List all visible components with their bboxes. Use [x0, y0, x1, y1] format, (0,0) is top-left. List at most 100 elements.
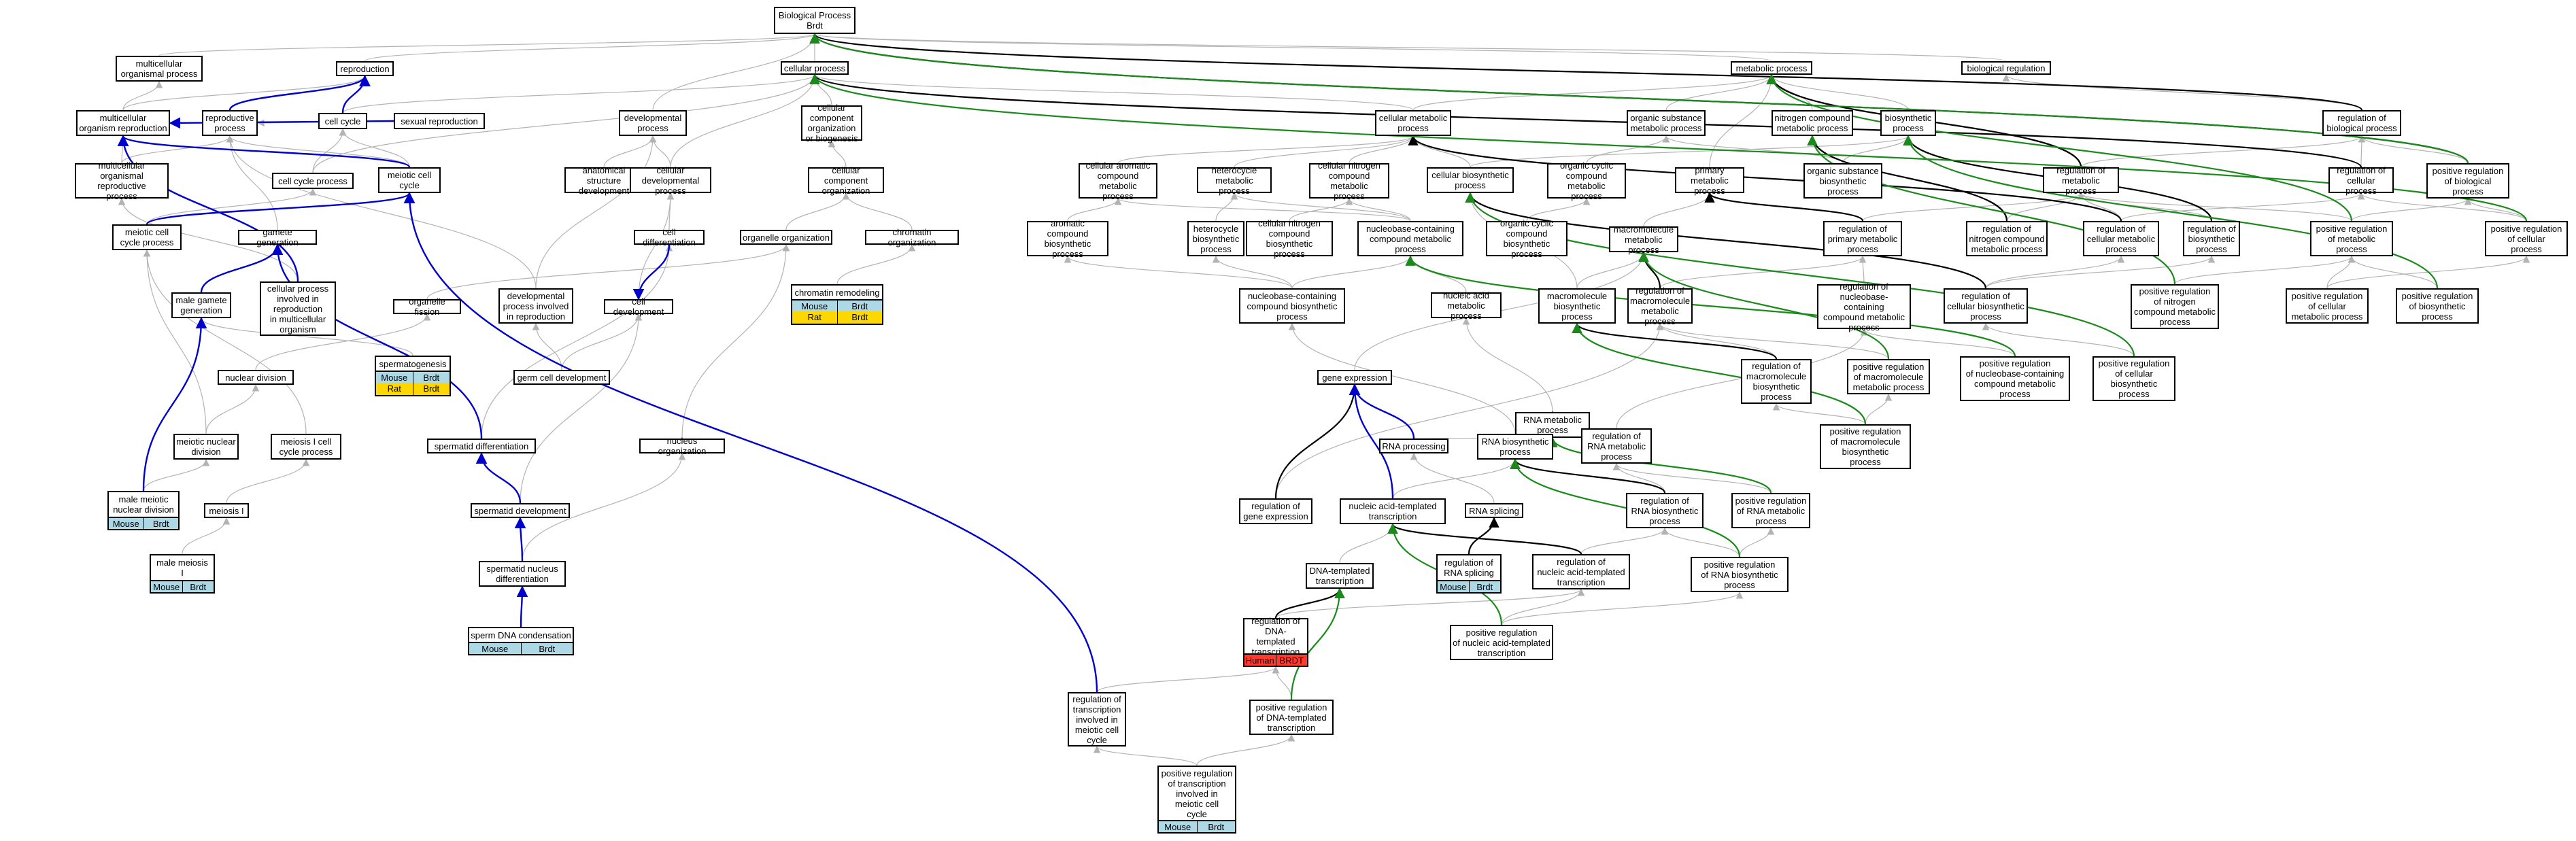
go-term-node-cncmp[interactable]: cellular nitrogen compound metabolic pro…: [1309, 160, 1389, 201]
go-term-node-sdc[interactable]: sperm DNA condensation: [468, 627, 574, 642]
go-term-node-no[interactable]: nucleus organization: [639, 436, 725, 456]
go-term-node-cdp[interactable]: cellular developmental process: [630, 165, 711, 196]
go-term-node-rp[interactable]: reproductive process: [202, 110, 258, 136]
go-term-node-prcbp[interactable]: positive regulation of cellular biosynth…: [2092, 356, 2175, 401]
go-term-node-prmbp[interactable]: positive regulation of macromolecule bio…: [1820, 424, 1911, 469]
go-term-node-ncmp[interactable]: nitrogen compound metabolic process: [1772, 110, 1853, 136]
go-term-node-prdtt[interactable]: positive regulation of DNA-templated tra…: [1249, 700, 1334, 735]
go-term-node-prtimcc[interactable]: positive regulation of transcription inv…: [1157, 766, 1236, 820]
go-term-node-bsp[interactable]: biosynthetic process: [1880, 110, 1936, 136]
go-term-node-cncbp[interactable]: cellular nitrogen compound biosynthetic …: [1246, 218, 1333, 259]
go-term-node-gcd[interactable]: germ cell development: [513, 370, 610, 385]
go-term-node-rmbp[interactable]: regulation of macromolecule biosynthetic…: [1741, 359, 1812, 404]
go-term-node-mccp[interactable]: meiotic cell cycle process: [112, 224, 182, 250]
go-term-node-prmmp[interactable]: positive regulation of macromolecule met…: [1847, 359, 1930, 394]
go-term-node-ccob[interactable]: cellular component organization or bioge…: [801, 103, 862, 143]
go-term-node-rrbp[interactable]: regulation of RNA biosynthetic process: [1626, 493, 1704, 528]
go-term-node-prmp[interactable]: positive regulation of metabolic process: [2310, 221, 2393, 256]
go-term-node-rbsp[interactable]: regulation of biosynthetic process: [2183, 221, 2240, 256]
go-term-node-osmp[interactable]: organic substance metabolic process: [1627, 110, 1706, 136]
go-term-node-prncmp[interactable]: positive regulation of nitrogen compound…: [2131, 284, 2219, 329]
go-term-node-pmp[interactable]: primary metabolic process: [1675, 165, 1744, 196]
go-term-node-rbp[interactable]: regulation of biological process: [2322, 110, 2401, 136]
go-term-node-mcc[interactable]: meiotic cell cycle: [378, 167, 441, 193]
go-term-node-morp[interactable]: multicellular organismal reproductive pr…: [75, 160, 169, 201]
go-term-node-occmp[interactable]: organic cyclic compound metabolic proces…: [1547, 160, 1626, 201]
go-term-node-rgeexp[interactable]: regulation of gene expression: [1239, 498, 1312, 524]
go-term-node-gg[interactable]: gamete generation: [238, 227, 317, 247]
go-term-node-mop[interactable]: metabolic process: [1731, 61, 1812, 75]
go-term-node-rcbp[interactable]: regulation of cellular biosynthetic proc…: [1944, 288, 2028, 324]
go-term-node-m1[interactable]: meiosis I: [204, 503, 249, 518]
go-term-node-hmp[interactable]: heterocycle metabolic process: [1197, 165, 1272, 196]
go-term-node-prcp[interactable]: positive regulation of cellular process: [2485, 221, 2568, 256]
go-term-node-cc[interactable]: cell cycle: [318, 113, 367, 129]
go-term-node-prcmp[interactable]: positive regulation of cellular metaboli…: [2286, 288, 2369, 324]
go-term-node-ccp[interactable]: cell cycle process: [272, 173, 354, 189]
go-term-node-prbp[interactable]: positive regulation of biological proces…: [2426, 163, 2509, 199]
go-term-node-dp[interactable]: developmental process: [619, 110, 687, 136]
go-term-node-rnabp[interactable]: RNA biosynthetic process: [1477, 434, 1553, 460]
go-term-node-prbsp[interactable]: positive regulation of biosynthetic proc…: [2396, 288, 2479, 324]
go-term-node-bp[interactable]: Biological Process Brdt: [774, 7, 855, 34]
go-term-node-dpir[interactable]: developmental process involved in reprod…: [498, 288, 573, 324]
go-term-node-rdtt[interactable]: regulation of DNA-templated transcriptio…: [1243, 616, 1308, 657]
go-term-node-cacmp[interactable]: cellular aromatic compound metabolic pro…: [1079, 160, 1157, 201]
go-term-node-occbp[interactable]: organic cyclic compound biosynthetic pro…: [1486, 218, 1567, 259]
go-term-node-cp[interactable]: cellular process: [781, 61, 849, 75]
go-term-node-prnatt[interactable]: positive regulation of nucleic acid-temp…: [1450, 625, 1553, 660]
go-term-node-of[interactable]: organelle fission: [393, 296, 461, 317]
go-term-node-mmp[interactable]: macromolecule metabolic process: [1609, 224, 1678, 255]
go-term-node-nd[interactable]: nuclear division: [218, 370, 294, 385]
go-term-node-prrbp[interactable]: positive regulation of RNA biosynthetic …: [1691, 557, 1789, 592]
go-term-node-mbp[interactable]: macromolecule biosynthetic process: [1538, 288, 1616, 324]
go-term-node-cco[interactable]: cellular component organization: [808, 165, 884, 196]
go-term-node-mor[interactable]: multicellular organism reproduction: [76, 110, 170, 136]
go-term-node-cbp[interactable]: cellular biosynthetic process: [1427, 167, 1514, 193]
go-term-node-rnbcmp[interactable]: regulation of nucleobase-containing comp…: [1817, 281, 1911, 332]
go-term-node-sr[interactable]: sexual reproduction: [394, 113, 485, 129]
go-term-node-rnap[interactable]: RNA processing: [1379, 439, 1448, 453]
go-term-node-dtt[interactable]: DNA-templated transcription: [1306, 563, 1374, 589]
go-term-node-rcp[interactable]: regulation of cellular process: [2328, 165, 2394, 196]
go-term-node-cdev[interactable]: cell development: [604, 296, 673, 317]
go-term-node-m1ccp[interactable]: meiosis I cell cycle process: [271, 434, 341, 460]
go-term-node-natt[interactable]: nucleic acid-templated transcription: [1340, 498, 1446, 524]
go-term-node-sd[interactable]: spermatid differentiation: [427, 439, 536, 453]
go-term-node-mmi[interactable]: male meiosis I: [150, 554, 215, 580]
go-term-node-ge[interactable]: gene expression: [1317, 370, 1392, 385]
go-term-node-prrmp[interactable]: positive regulation of RNA metabolic pro…: [1731, 493, 1810, 528]
go-term-node-sg[interactable]: spermatogenesis: [375, 356, 451, 371]
go-term-node-rs[interactable]: RNA splicing: [1465, 503, 1523, 518]
go-term-node-rnatt[interactable]: regulation of nucleic acid-templated tra…: [1532, 554, 1630, 589]
go-term-node-osbp[interactable]: organic substance biosynthetic process: [1803, 163, 1882, 199]
go-term-node-cmp[interactable]: cellular metabolic process: [1375, 110, 1451, 136]
go-term-node-mm1[interactable]: male meiotic nuclear division: [107, 491, 180, 517]
go-term-node-rmmp[interactable]: regulation of macromolecule metabolic pr…: [1627, 286, 1693, 326]
go-term-node-rtimcc[interactable]: regulation of transcription involved in …: [1068, 692, 1126, 746]
go-term-node-rrmp[interactable]: regulation of RNA metabolic process: [1581, 428, 1652, 464]
go-term-node-rmp[interactable]: regulation of metabolic process: [2043, 165, 2119, 196]
go-term-node-rrs[interactable]: regulation of RNA splicing: [1436, 554, 1502, 580]
go-term-node-snd[interactable]: spermatid nucleus differentiation: [479, 561, 566, 587]
go-term-node-cpimo[interactable]: cellular process involved in reproductio…: [260, 281, 336, 336]
go-term-node-co[interactable]: chromatin organization: [865, 227, 959, 247]
go-term-node-nbcbp[interactable]: nucleobase-containing compound biosynthe…: [1239, 288, 1345, 324]
go-term-node-sdev[interactable]: spermatid development: [471, 503, 570, 518]
go-term-node-mcop[interactable]: multicellular organismal process: [116, 56, 203, 82]
go-term-node-mnd[interactable]: meiotic nuclear division: [173, 434, 239, 460]
go-term-node-breg[interactable]: biological regulation: [1961, 61, 2051, 75]
go-term-node-rcmp[interactable]: regulation of cellular metabolic process: [2083, 221, 2159, 256]
go-term-node-rep[interactable]: reproduction: [336, 61, 394, 76]
go-term-node-acbp[interactable]: aromatic compound biosynthetic process: [1027, 218, 1108, 259]
go-term-node-oo[interactable]: organelle organization: [740, 230, 832, 245]
go-term-node-namp[interactable]: nucleic acid metabolic process: [1431, 290, 1502, 321]
go-term-node-rpmp[interactable]: regulation of primary metabolic process: [1823, 221, 1902, 256]
go-term-node-chr[interactable]: chromatin remodeling: [791, 284, 883, 299]
go-term-node-rncmp[interactable]: regulation of nitrogen compound metaboli…: [1966, 221, 2048, 256]
go-term-node-mgg[interactable]: male gamete generation: [171, 292, 231, 318]
go-term-node-cd[interactable]: cell differentiation: [634, 227, 705, 247]
go-term-node-prnbcmp[interactable]: positive regulation of nucleobase-contai…: [1960, 356, 2070, 401]
go-term-node-nbcmp[interactable]: nucleobase-containing compound metabolic…: [1357, 221, 1463, 256]
go-term-node-hbp[interactable]: heterocycle biosynthetic process: [1187, 221, 1244, 256]
